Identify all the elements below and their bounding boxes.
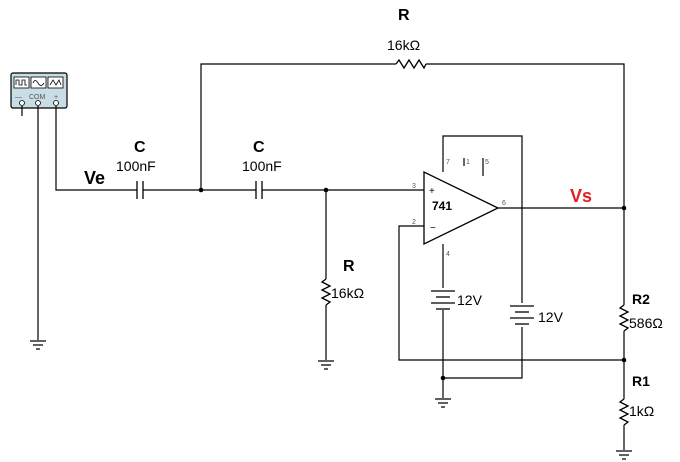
junction-dot [198,187,204,193]
resistor-name: R [398,7,410,24]
capacitor-name: C [134,139,146,156]
battery-2[interactable]: 12V [510,305,564,325]
junction-dot [621,205,627,211]
resistor-name: R2 [632,291,650,307]
input-label-ve: Ve [84,168,105,188]
output-label-vs: Vs [570,186,592,206]
capacitor-value: 100nF [116,158,156,174]
junction-dot [621,357,627,363]
ground-icon [318,360,334,370]
ground-icon [30,340,46,350]
pin-label: 1 [466,159,470,166]
resistor-value: 586Ω [629,315,663,331]
resistor-value: 1kΩ [629,403,654,419]
resistor-value: 16kΩ [331,285,364,301]
gen-plus-label: + [54,94,58,101]
battery-value: 12V [457,292,483,308]
opamp-minus: − [430,223,436,234]
resistor-value: 16kΩ [387,37,420,53]
resistor-feedback[interactable]: R 16kΩ [387,7,427,70]
resistor-r1[interactable]: R1 1kΩ [618,373,654,426]
resistor-r2[interactable]: R2 586Ω [618,291,663,332]
ground-icon [616,450,632,460]
wires [21,63,625,450]
junction-dot [323,187,329,193]
junction-dot [440,375,446,381]
pin-label: 4 [446,251,450,258]
function-generator-icon[interactable]: — COM + [10,72,68,109]
resistor-name: R [343,258,355,275]
opamp-741[interactable]: 741 + − 3 2 6 4 7 1 5 [412,159,506,258]
pin-label: 7 [446,159,450,166]
battery-1[interactable]: 12V [431,290,483,310]
pin-label: 5 [485,159,489,166]
ground-icon [435,398,451,408]
resistor-shunt[interactable]: R 16kΩ [320,258,364,306]
pin-label: 2 [412,219,416,226]
capacitor-name: C [253,139,265,156]
battery-value: 12V [538,309,564,325]
capacitor-value: 100nF [242,158,282,174]
opamp-plus: + [429,186,435,197]
gen-com-label: COM [29,94,46,101]
resistor-name: R1 [632,373,650,389]
pin-label: 3 [412,183,416,190]
gen-minus-label: — [15,94,22,101]
capacitor-c1[interactable]: C 100nF [116,139,156,199]
pin-label: 6 [502,200,506,207]
opamp-model: 741 [432,199,452,213]
capacitor-c2[interactable]: C 100nF [242,139,282,199]
